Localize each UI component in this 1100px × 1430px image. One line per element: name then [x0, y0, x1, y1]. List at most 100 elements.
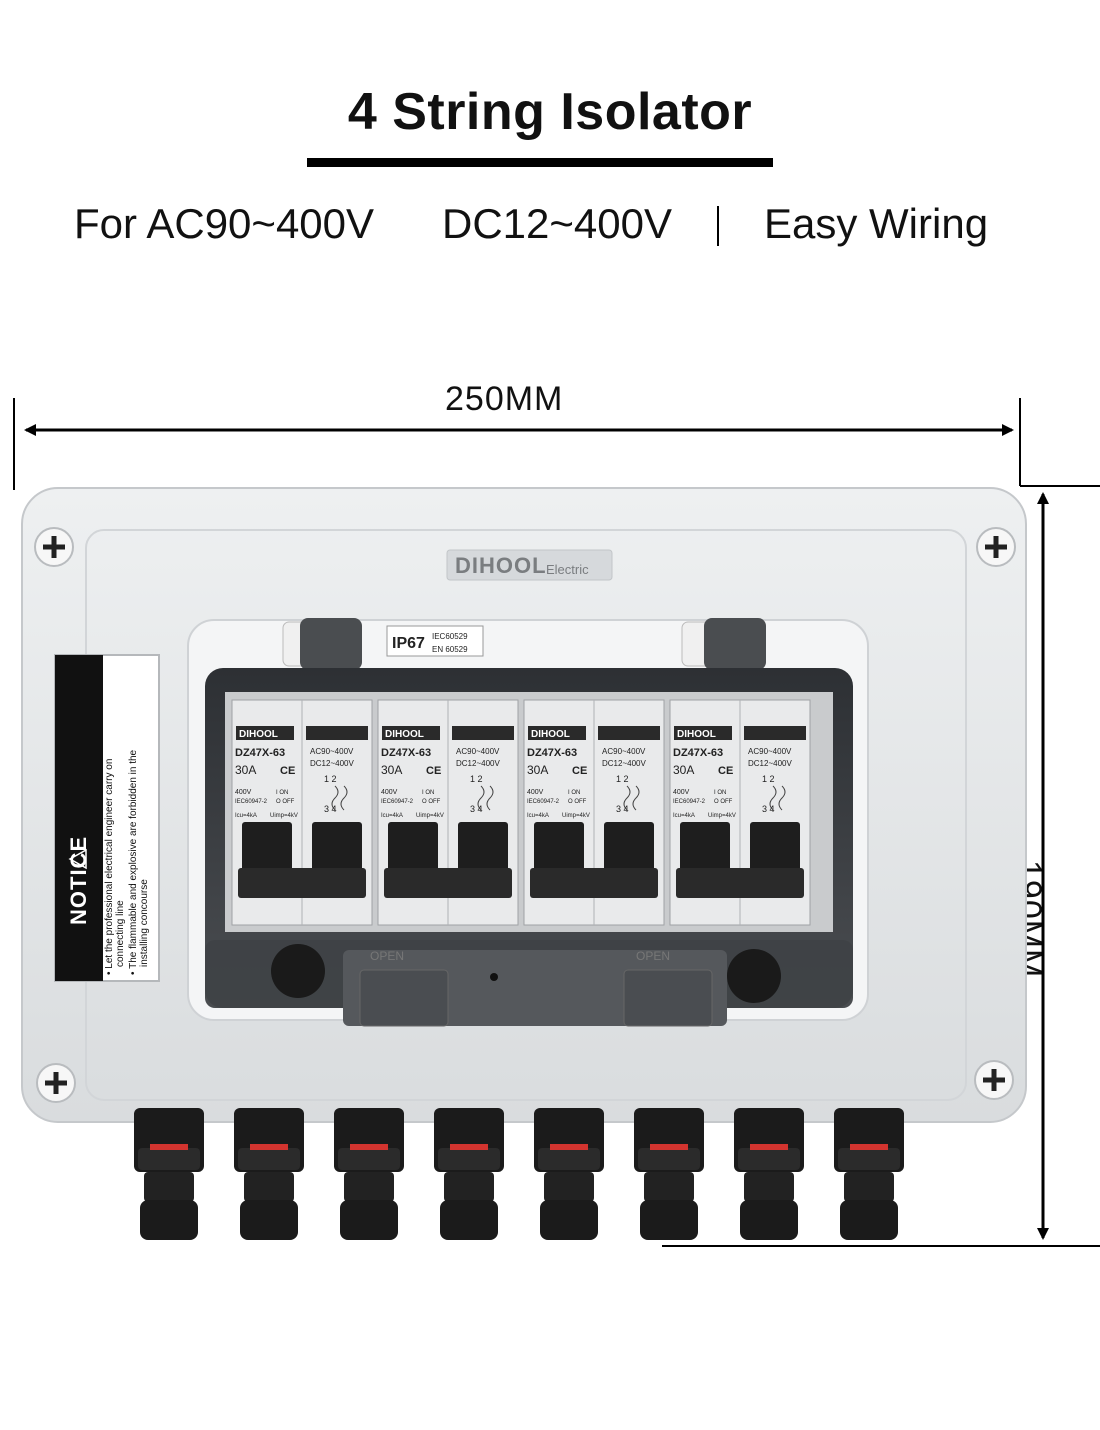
hinges: [282, 618, 766, 670]
mc4-connector: [834, 1108, 904, 1240]
breaker-icu: Icu=4kA: [235, 813, 257, 819]
breaker-ac-rating: AC90~400V: [748, 747, 792, 756]
connectors: [134, 1108, 904, 1240]
breaker-terminals-bottom: 3 4: [762, 804, 775, 814]
breaker-voltage: 400V: [673, 789, 690, 796]
breaker-current: 30A: [527, 763, 548, 777]
breaker-standard: IEC60947-2: [673, 799, 706, 805]
open-label-left: OPEN: [370, 949, 404, 963]
breaker-brand: DIHOOL: [531, 729, 570, 740]
ip-rating-badge: IP67 IEC60529 EN 60529: [386, 625, 484, 657]
breaker-brand: DIHOOL: [677, 729, 716, 740]
mc4-connector: [434, 1108, 504, 1240]
breaker-icu: Icu=4kA: [527, 813, 549, 819]
breaker-standard: IEC60947-2: [381, 799, 414, 805]
breaker-dc-rating: DC12~400V: [748, 759, 792, 768]
breaker-handle: [534, 822, 584, 878]
breaker-handle: [680, 822, 730, 878]
breaker-current: 30A: [235, 763, 256, 777]
breaker-ce-mark: CE: [280, 765, 295, 777]
breaker-terminals-bottom: 3 4: [324, 804, 337, 814]
connector-ring: [650, 1144, 688, 1150]
breaker-icu: Icu=4kA: [673, 813, 695, 819]
breaker-dc-rating: DC12~400V: [602, 759, 646, 768]
brand-suffix: Electric: [546, 562, 589, 577]
breaker-model: DZ47X-63: [527, 747, 577, 759]
spec-ac-voltage: For AC90~400V: [74, 200, 375, 247]
breaker-voltage: 400V: [381, 789, 398, 796]
brand-plate: DIHOOL Electric: [446, 549, 613, 581]
connector-ring: [750, 1144, 788, 1150]
breaker-on-label: I ON: [276, 790, 288, 796]
breaker-voltage: 400V: [527, 789, 544, 796]
breaker-symbol-icon: [769, 785, 786, 811]
screw-icons: [34, 527, 1016, 1103]
warning-icon: [68, 848, 87, 870]
title-underline: [307, 158, 773, 167]
breaker-terminals-top: 1 2: [616, 774, 629, 784]
mc4-connector: [634, 1108, 704, 1240]
open-label-right: OPEN: [636, 949, 670, 963]
breaker-model: DZ47X-63: [673, 747, 723, 759]
spec-dc-voltage: DC12~400V: [442, 200, 672, 247]
connector-ring: [850, 1144, 888, 1150]
breaker-symbol-icon: [331, 785, 348, 811]
breaker-dc-rating: DC12~400V: [310, 759, 354, 768]
breaker-icu: Icu=4kA: [381, 813, 403, 819]
brand-name: DIHOOL: [455, 553, 547, 578]
breaker-dc-rating: DC12~400V: [456, 759, 500, 768]
mc4-connector: [734, 1108, 804, 1240]
breaker-voltage: 400V: [235, 789, 252, 796]
breaker-terminals-top: 1 2: [324, 774, 337, 784]
breaker-on-label: I ON: [714, 790, 726, 796]
notice-line-2: connecting line: [115, 900, 126, 967]
notice-label: NOTICE • Let the professional electrical…: [54, 654, 160, 982]
mc4-connector: [134, 1108, 204, 1240]
breaker-handle: [312, 822, 362, 878]
standard-1: IEC60529: [432, 632, 468, 641]
breaker-handle: [388, 822, 438, 878]
standard-2: EN 60529: [432, 645, 468, 654]
connector-ring: [150, 1144, 188, 1150]
breaker-handle: [242, 822, 292, 878]
breaker-ce-mark: CE: [572, 765, 587, 777]
page-title: 4 String Isolator: [347, 83, 753, 141]
notice-line-4: installing concourse: [139, 879, 150, 967]
breaker-symbol-icon: [477, 785, 494, 811]
breaker-off-label: O OFF: [714, 799, 733, 805]
breaker-on-label: I ON: [422, 790, 434, 796]
mc4-connector: [234, 1108, 304, 1240]
breakers: DIHOOL DZ47X-63 30A CE 400V IEC60947-2 I ON O O…: [231, 699, 811, 926]
connector-ring: [450, 1144, 488, 1150]
breaker-current: 30A: [673, 763, 694, 777]
breaker-ce-mark: CE: [718, 765, 733, 777]
notice-line-3: • The flammable and explosive are forbid…: [128, 749, 139, 975]
breaker-symbol-icon: [623, 785, 640, 811]
connector-ring: [550, 1144, 588, 1150]
breaker-ac-rating: AC90~400V: [602, 747, 646, 756]
breaker-off-label: O OFF: [422, 799, 441, 805]
connector-ring: [350, 1144, 388, 1150]
breaker-off-label: O OFF: [276, 799, 295, 805]
breaker-terminals-top: 1 2: [470, 774, 483, 784]
breaker-current: 30A: [381, 763, 402, 777]
breaker-terminals-bottom: 3 4: [616, 804, 629, 814]
breaker-on-label: I ON: [568, 790, 580, 796]
dimension-lines: [13, 398, 1100, 1247]
breaker-module: DIHOOL DZ47X-63 30A CE 400V IEC60947-2 I ON O O…: [669, 699, 811, 926]
notice-heading: NOTICE: [66, 836, 91, 925]
connector-ring: [250, 1144, 288, 1150]
breaker-ce-mark: CE: [426, 765, 441, 777]
breaker-uimp: Uimp=4kV: [708, 813, 736, 819]
breaker-handle: [604, 822, 654, 878]
breaker-ac-rating: AC90~400V: [456, 747, 500, 756]
breaker-ac-rating: AC90~400V: [310, 747, 354, 756]
breaker-handle: [750, 822, 800, 878]
breaker-brand: DIHOOL: [239, 729, 278, 740]
mc4-connector: [334, 1108, 404, 1240]
spec-divider: [717, 206, 719, 246]
ip-rating: IP67: [392, 635, 425, 652]
spec-feature: Easy Wiring: [764, 200, 989, 247]
